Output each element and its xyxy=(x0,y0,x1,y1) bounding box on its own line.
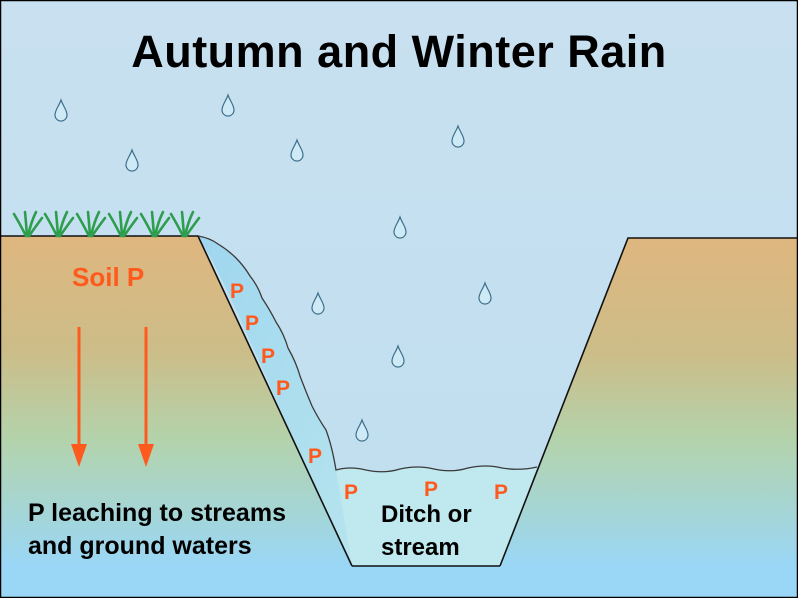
soil-right-bank xyxy=(500,238,798,566)
raindrops-group xyxy=(54,93,492,442)
ditch-label: Ditch or stream xyxy=(381,498,472,564)
page-title: Autumn and Winter Rain xyxy=(131,26,667,77)
raindrop-icon xyxy=(451,124,465,148)
raindrop-icon xyxy=(125,148,139,172)
soil-p-label: Soil P xyxy=(72,262,145,292)
ditch-label-line1: Ditch or xyxy=(381,501,472,528)
raindrop-icon xyxy=(221,93,235,117)
soil-bottom-band xyxy=(0,566,798,598)
grass-icon xyxy=(139,210,171,238)
ditch-water xyxy=(336,466,537,566)
raindrop-icon xyxy=(355,418,369,442)
phosphorus-marker: P xyxy=(424,478,439,501)
down-arrow-icon xyxy=(138,327,154,467)
leaching-label-line1: P leaching to streams xyxy=(28,499,286,527)
grass-icon xyxy=(43,210,75,238)
runoff-outline xyxy=(197,235,538,473)
down-arrow-icon xyxy=(71,327,87,467)
ditch-label-line2: stream xyxy=(381,534,460,561)
phosphorus-marker: P xyxy=(494,481,509,504)
raindrop-icon xyxy=(54,98,68,122)
phosphorus-marker: P xyxy=(261,345,276,368)
grass-icon xyxy=(12,210,44,238)
raindrop-icon xyxy=(393,215,407,239)
raindrop-icon xyxy=(478,281,492,305)
raindrop-icon xyxy=(290,138,304,162)
phosphorus-marker: P xyxy=(276,377,291,400)
right-bank-outline xyxy=(499,237,798,567)
phosphorus-marker: P xyxy=(245,312,260,335)
grass-icon xyxy=(75,210,107,238)
leaching-label: P leaching to streams and ground waters xyxy=(28,497,286,563)
grass-group xyxy=(12,210,201,238)
soil-left-bank xyxy=(0,236,352,566)
phosphorus-marker: P xyxy=(230,280,245,303)
grass-icon xyxy=(107,210,139,238)
raindrop-icon xyxy=(311,291,325,315)
raindrop-icon xyxy=(391,344,405,368)
leaching-label-line2: and ground waters xyxy=(28,532,252,560)
phosphorus-marker: P xyxy=(308,445,323,468)
grass-icon xyxy=(169,210,201,238)
phosphorus-marker: P xyxy=(344,481,359,504)
